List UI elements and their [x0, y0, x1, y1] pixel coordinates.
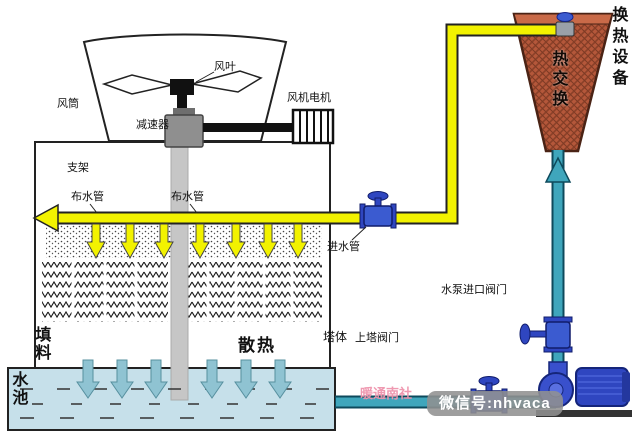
flow-up-arrow: [544, 156, 572, 183]
distribution-pipe: [32, 23, 556, 233]
support-label: 支架: [67, 162, 89, 174]
heat-exchanger: [512, 12, 614, 153]
fan-blade-label: 风叶: [214, 61, 236, 73]
pump-inlet-valve: [519, 316, 573, 353]
fill-media: [42, 262, 322, 322]
reducer-label: 减速器: [136, 119, 169, 131]
inlet-pipe-valve: [359, 191, 397, 229]
fan-duct-label: 风筒: [57, 98, 79, 110]
pipe-left-arrow: [32, 203, 59, 233]
fan-motor-label: 风机电机: [287, 92, 331, 104]
dist-pipe-right-label: 布水管: [171, 191, 204, 203]
spray-arrows: [86, 223, 308, 260]
filler-label: 填料: [32, 326, 50, 362]
leader-lines: [89, 71, 367, 241]
heat-exchange-equipment-label: 换热设备: [609, 6, 627, 90]
water-pool-label: 水池: [9, 371, 27, 407]
drive-shaft: [170, 145, 189, 401]
exchanger-top-fitting: [555, 12, 575, 37]
pump-inlet-valve-label: 水泵进口阀门: [441, 284, 507, 296]
fan-motor: [203, 108, 335, 145]
falling-water-arrows: [76, 359, 292, 399]
fan-blades: [101, 70, 263, 119]
heat-exchanger-label: 热交换: [549, 50, 567, 110]
heat-dissipation-label: 散热: [238, 336, 276, 355]
watermark-brand: 暖通南社: [360, 386, 413, 401]
inlet-pipe-label: 进水管: [327, 241, 360, 253]
dist-pipe-left-label: 布水管: [71, 191, 104, 203]
watermark-wechat-badge: 微信号:nhvaca: [427, 391, 563, 417]
tower-body-label: 塔体: [323, 330, 348, 344]
tower-riser-valve-label: 上塔阀门: [355, 332, 399, 344]
pool-water-lines: [20, 388, 330, 419]
